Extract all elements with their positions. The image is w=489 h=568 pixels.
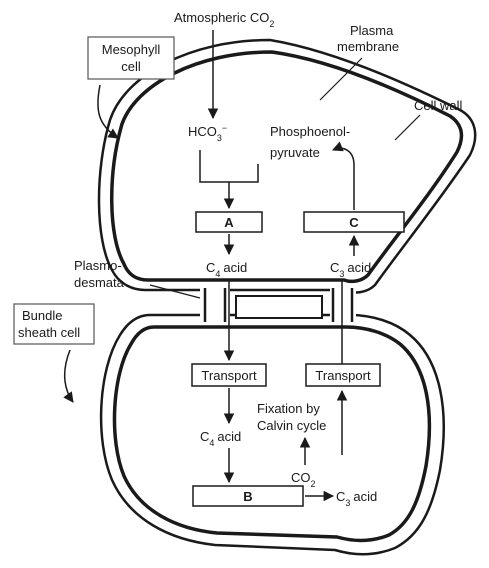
c-to-pep-arrow [332, 141, 355, 210]
mesophyll-label-box [87, 36, 175, 80]
plasma-membrane-pointer [319, 57, 363, 101]
bundle-sheath-plasma-membrane [112, 325, 432, 543]
plasmodesmata-label-line1: Plasmo- [74, 258, 122, 273]
mesophyll-label-line2: cell [121, 59, 141, 74]
box-b-label: B [243, 489, 252, 504]
plasmodesmata-label-line2: desmata [74, 275, 125, 290]
box-c-label: C [349, 215, 359, 230]
transport-right-box [305, 363, 381, 387]
bundle-sheath-pointer-arrow [63, 349, 74, 403]
co2-lower-label: CO2 [291, 470, 316, 489]
box-c [303, 211, 405, 233]
box-a [195, 211, 263, 233]
mesophyll-cell-wall-outer [97, 38, 477, 294]
plasma-label: Plasma [350, 23, 394, 38]
transport-right-label: Transport [315, 368, 371, 383]
transport-left-box [191, 363, 267, 387]
atmospheric-co2-label: Atmospheric CO2 [174, 10, 274, 29]
fixation-label-line1: Fixation by [257, 401, 320, 416]
cell-wall-label: Cell wall [414, 98, 463, 113]
box-b [192, 485, 304, 507]
plasmodesma-middle-gap [235, 295, 323, 319]
mesophyll-label-line1: Mesophyll [102, 42, 161, 57]
mesophyll-pointer-arrow [97, 84, 119, 139]
pep-label-line2: pyruvate [270, 145, 320, 160]
bundle-sheath-label-box [13, 303, 95, 345]
plasmodesmata-pointer [149, 284, 201, 299]
membrane-label: membrane [337, 39, 399, 54]
fixation-label-line2: Calvin cycle [257, 418, 326, 433]
bundle-sheath-label-line1: Bundle [22, 308, 62, 323]
mesophyll-plasma-membrane [110, 50, 464, 284]
hco3-pep-join [199, 150, 259, 183]
pep-label-line1: Phosphoenol- [270, 124, 350, 139]
bundle-sheath-label-line2: sheath cell [18, 325, 80, 340]
cell-wall-pointer [394, 114, 421, 141]
bundle-sheath-cell-wall-outer [99, 313, 445, 556]
box-a-label: A [224, 215, 234, 230]
transport-left-label: Transport [201, 368, 257, 383]
hco3-label: HCO3− [188, 123, 227, 143]
